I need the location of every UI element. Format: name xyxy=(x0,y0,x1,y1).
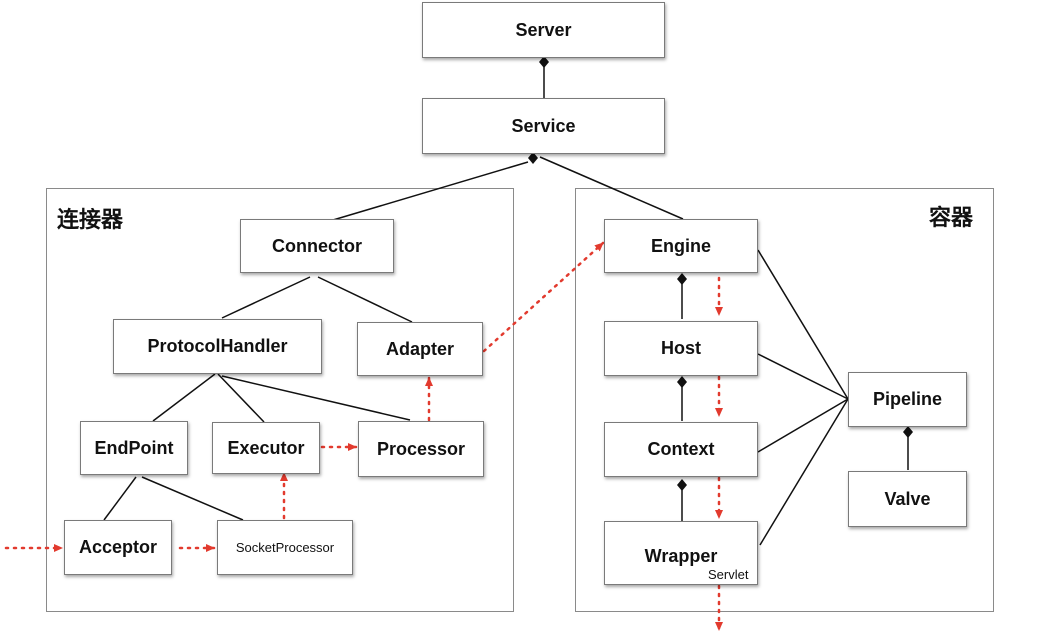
adapter-engine-arrow xyxy=(482,241,605,353)
protocolhandler-endpoint-link xyxy=(152,373,216,422)
service-connector-link xyxy=(332,161,529,221)
acceptor-node: Acceptor xyxy=(64,520,172,575)
connector-group-label: 连接器 xyxy=(57,208,124,233)
valve-node: Valve xyxy=(848,471,967,527)
server-node: Server xyxy=(422,2,665,58)
service-engine-link xyxy=(539,156,684,220)
processor-node: Processor xyxy=(358,421,484,477)
adapter-node: Adapter xyxy=(357,322,483,376)
diamond-icon xyxy=(677,479,687,491)
endpoint-node: EndPoint xyxy=(80,421,188,475)
engine-pipeline-link xyxy=(757,249,849,400)
engine-node: Engine xyxy=(604,219,758,273)
wrapper-pipeline-link xyxy=(759,398,849,546)
pipeline-node: Pipeline xyxy=(848,372,967,427)
context-node: Context xyxy=(604,422,758,477)
connector-group xyxy=(46,188,514,612)
service-node: Service xyxy=(422,98,665,154)
diamond-icon xyxy=(539,56,549,68)
connector-node: Connector xyxy=(240,219,394,273)
protocolhandler-executor-link xyxy=(217,373,265,423)
endpoint-acceptor-link xyxy=(103,476,137,521)
executor-node: Executor xyxy=(212,422,320,474)
socket-processor-node: SocketProcessor xyxy=(217,520,353,575)
container-group-label: 容器 xyxy=(929,206,974,231)
diamond-icon xyxy=(528,152,538,164)
wrapper-node: Wrapper xyxy=(604,521,758,585)
servlet-label: Servlet xyxy=(708,567,749,582)
container-group xyxy=(575,188,994,612)
context-pipeline-link xyxy=(757,398,849,453)
connector-protocolhandler-link xyxy=(221,276,311,319)
protocol-handler-node: ProtocolHandler xyxy=(113,319,322,374)
host-pipeline-link xyxy=(757,353,849,400)
diamond-icon xyxy=(677,376,687,388)
diamond-icon xyxy=(677,273,687,285)
protocolhandler-processor-link xyxy=(221,375,411,421)
connector-adapter-link xyxy=(317,276,413,323)
host-node: Host xyxy=(604,321,758,376)
diamond-icon xyxy=(903,426,913,438)
endpoint-socketprocessor-link xyxy=(141,476,244,521)
